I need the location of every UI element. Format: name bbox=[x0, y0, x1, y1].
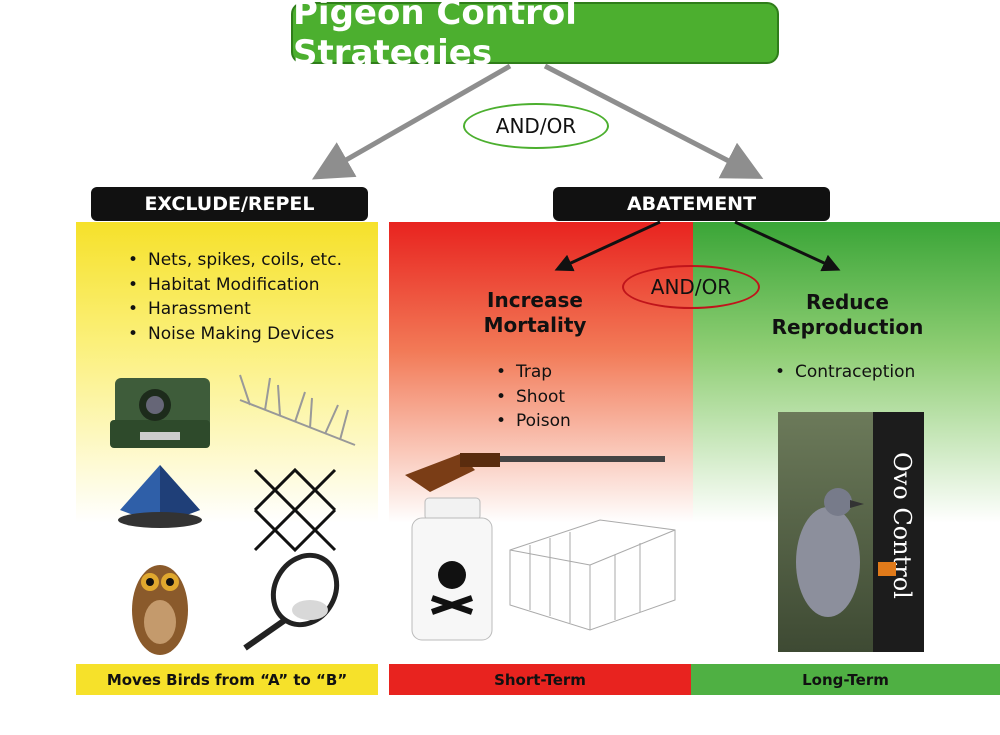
exclude-illustrations bbox=[110, 374, 356, 655]
list-item: Contraception bbox=[775, 360, 915, 385]
product-brand-text: Ovo Control bbox=[888, 452, 916, 599]
arrow-to-exclude bbox=[311, 63, 512, 180]
list-item: Nets, spikes, coils, etc. bbox=[128, 248, 342, 273]
cage-trap-icon bbox=[509, 519, 676, 631]
list-item: Harassment bbox=[128, 297, 342, 322]
abatement-arrows bbox=[554, 220, 841, 272]
poison-bottle-icon bbox=[411, 497, 493, 641]
exclude-methods-list: Nets, spikes, coils, etc. Habitat Modifi… bbox=[128, 248, 342, 346]
list-item: Poison bbox=[496, 409, 571, 434]
abatement-label: ABATEMENT bbox=[553, 187, 830, 221]
arrow-to-mortality bbox=[554, 220, 661, 272]
bird-netting-icon bbox=[253, 467, 337, 553]
noise-device-icon bbox=[110, 378, 210, 448]
long-term-bar: Long-Term bbox=[691, 664, 1000, 695]
arrow-to-reproduction bbox=[734, 220, 841, 272]
tennis-racket-icon bbox=[243, 552, 340, 651]
list-item: Trap bbox=[496, 360, 571, 385]
exclude-repel-label: EXCLUDE/REPEL bbox=[91, 187, 368, 221]
mortality-methods-list: Trap Shoot Poison bbox=[496, 360, 571, 434]
owl-decoy-icon bbox=[132, 565, 188, 655]
bird-spikes-icon bbox=[239, 374, 356, 446]
pyramid-repeller-icon bbox=[118, 465, 202, 528]
list-item: Noise Making Devices bbox=[128, 322, 342, 347]
arrow-to-abatement bbox=[543, 63, 764, 179]
shotgun-icon bbox=[405, 453, 665, 492]
list-item: Shoot bbox=[496, 385, 571, 410]
mortality-illustrations bbox=[405, 453, 676, 641]
ovocontrol-product-image: Ovo Control bbox=[778, 412, 924, 652]
exclude-outcome-bar: Moves Birds from “A” to “B” bbox=[76, 664, 378, 695]
mortality-heading: Increase Mortality bbox=[483, 288, 587, 337]
pigeon-icon bbox=[796, 488, 864, 617]
list-item: Habitat Modification bbox=[128, 273, 342, 298]
short-term-bar: Short-Term bbox=[389, 664, 691, 695]
reproduction-heading: Reduce Reproduction bbox=[771, 290, 924, 339]
product-badge bbox=[878, 562, 896, 576]
reproduction-methods-list: Contraception bbox=[775, 360, 915, 385]
and-or-connector-top: AND/OR bbox=[463, 103, 609, 149]
and-or-connector-abatement: AND/OR bbox=[622, 265, 760, 309]
top-arrows bbox=[311, 63, 764, 180]
